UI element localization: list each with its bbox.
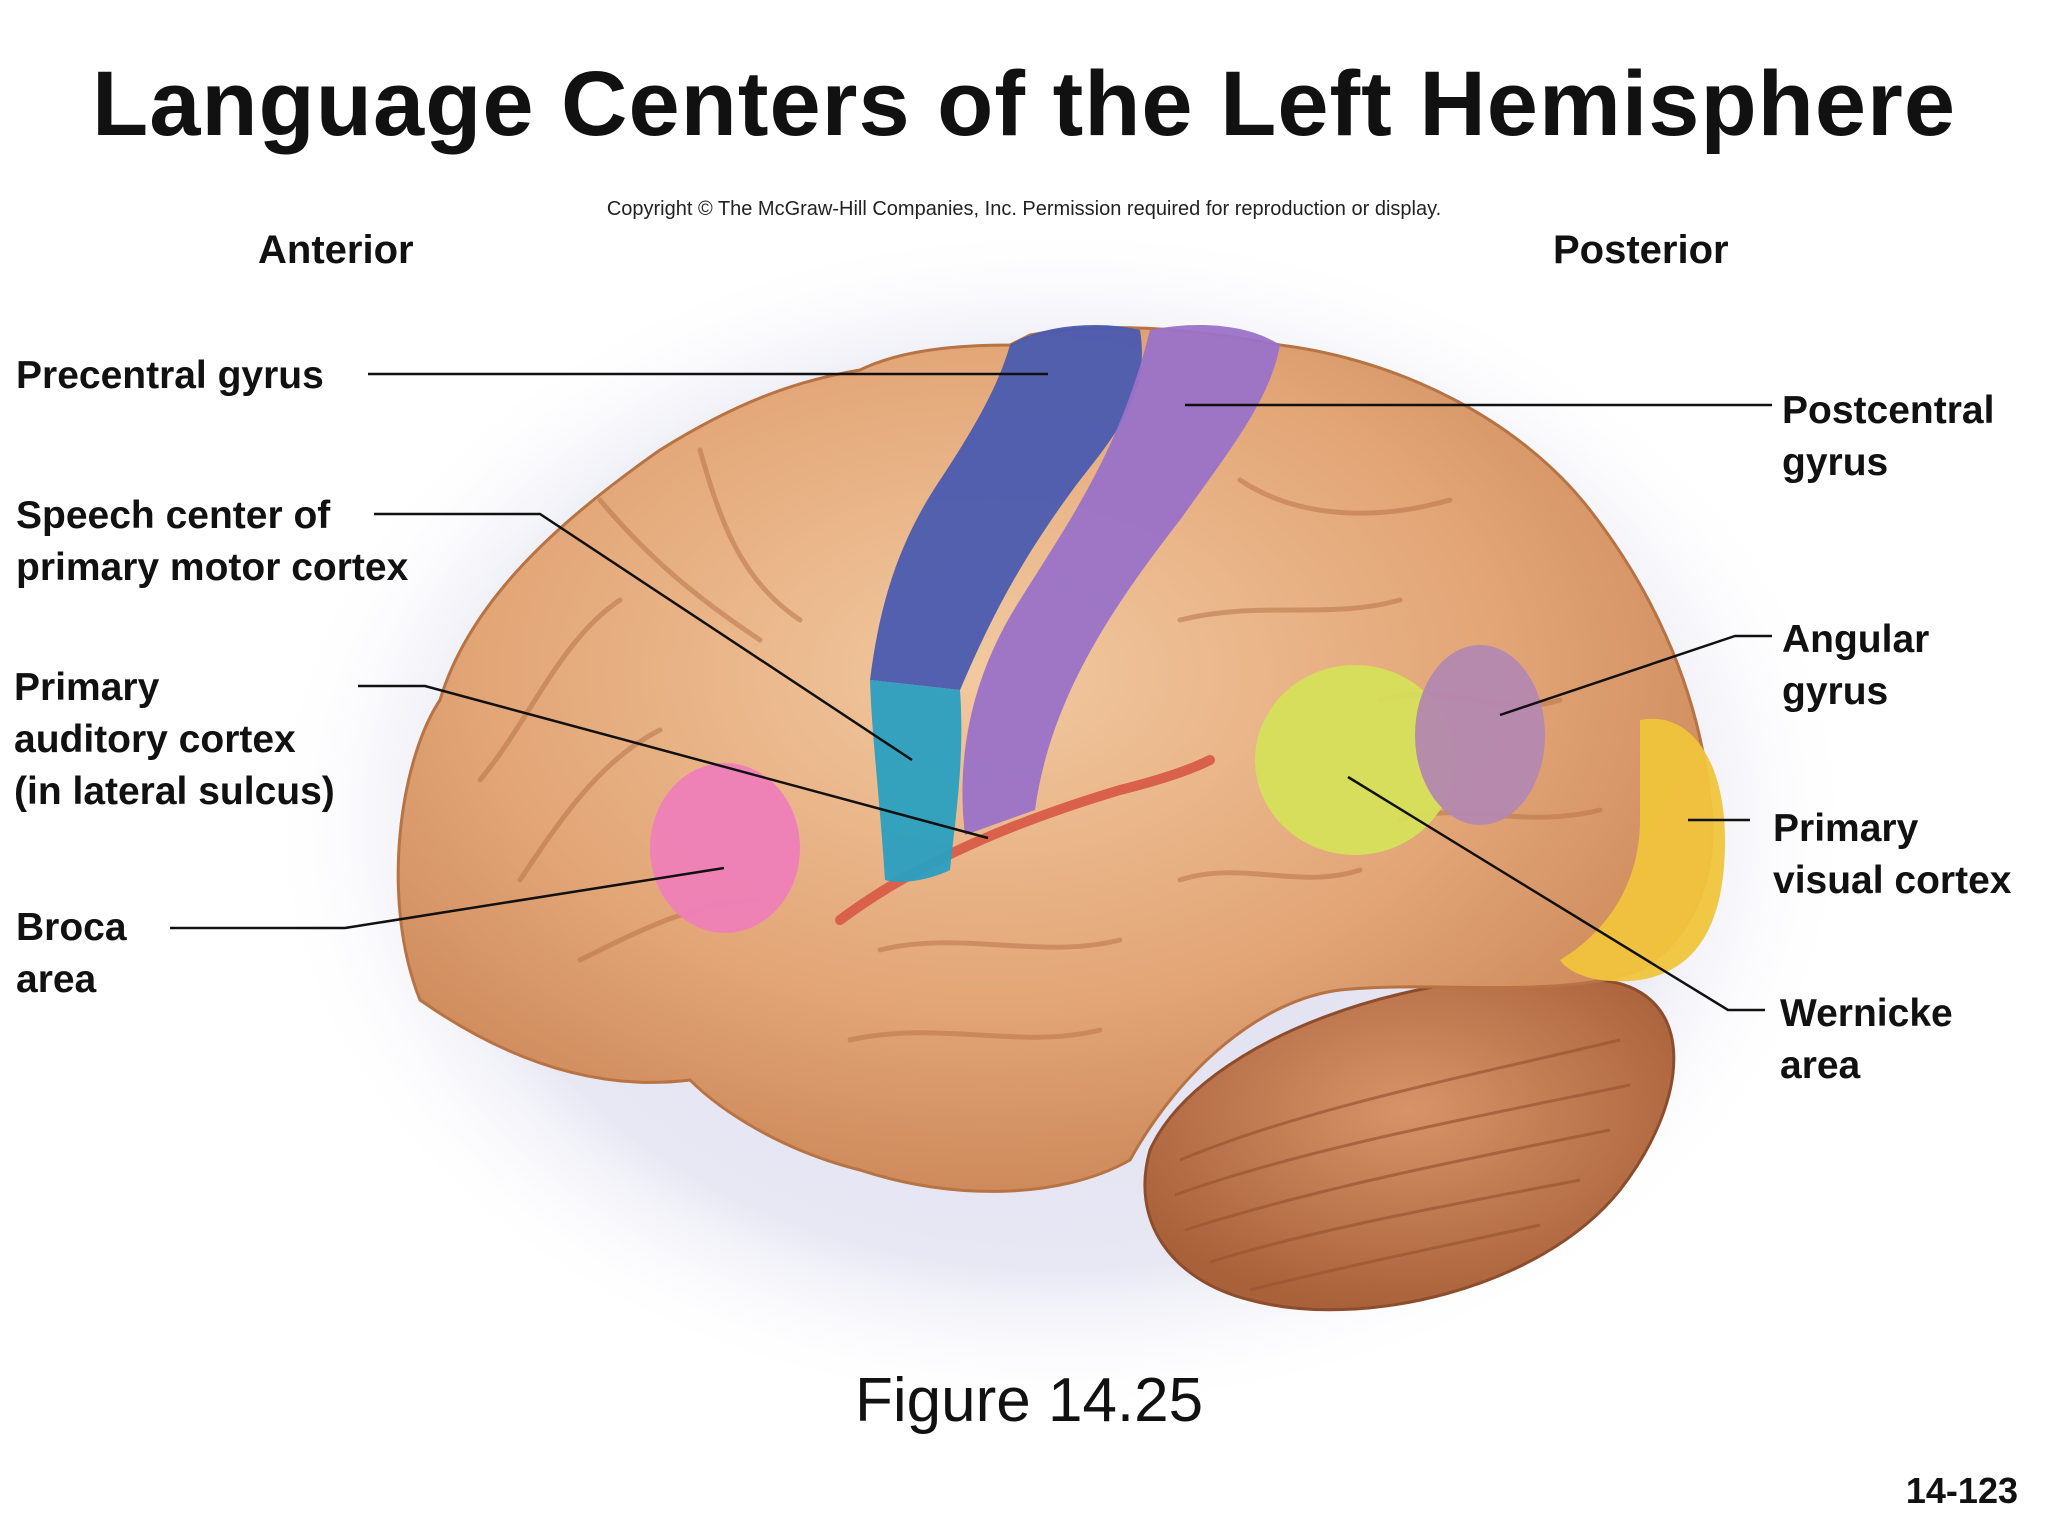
label-line: Wernicke: [1780, 992, 1953, 1035]
leader-auditory: [358, 684, 989, 840]
leader-wernicke: [1347, 775, 1765, 1012]
label-line: (in lateral sulcus): [14, 770, 335, 813]
cerebrum: [396, 326, 1714, 1193]
label-line: Postcentral: [1782, 389, 1995, 432]
label-line: Speech center of: [16, 494, 331, 537]
label-wernicke-area: Wernicke area: [1780, 988, 1953, 1092]
label-postcentral-gyrus: Postcentral gyrus: [1782, 385, 1994, 489]
label-line: primary motor cortex: [16, 546, 409, 589]
copyright-notice: Copyright © The McGraw-Hill Companies, I…: [606, 198, 1442, 220]
wernicke-area-region: [1255, 665, 1455, 855]
label-angular-gyrus: Angular gyrus: [1782, 614, 1929, 718]
label-primary-visual-cortex: Primary visual cortex: [1773, 803, 2011, 907]
label-line: Broca: [16, 906, 127, 949]
label-broca-area: Broca area: [16, 902, 127, 1006]
leader-lines: [170, 372, 1772, 1012]
label-line: area: [16, 958, 97, 1001]
label-primary-auditory-cortex: Primary auditory cortex (in lateral sulc…: [14, 662, 335, 818]
label-precentral-gyrus: Precentral gyrus: [16, 350, 324, 402]
page-number: 14-123: [1905, 1470, 2018, 1511]
leader-angular: [1499, 634, 1772, 717]
label-line: Primary: [14, 666, 160, 709]
label-line: gyrus: [1782, 670, 1889, 713]
speech-center-region: [870, 680, 962, 882]
page-title: Language Centers of the Left Hemisphere: [92, 53, 1956, 155]
label-speech-center: Speech center of primary motor cortex: [16, 490, 408, 594]
gyri-texture: [477, 447, 1603, 1043]
posterior-label: Posterior: [1553, 228, 1729, 272]
anterior-label: Anterior: [258, 228, 414, 272]
label-line: Angular: [1782, 618, 1930, 661]
postcentral-gyrus-region: [962, 325, 1280, 835]
visual-cortex-region: [1560, 718, 1725, 982]
label-line: Precentral gyrus: [16, 354, 324, 397]
label-line: area: [1780, 1044, 1861, 1087]
leader-speech: [374, 512, 913, 762]
broca-area-region: [650, 763, 800, 933]
precentral-gyrus-region: [870, 325, 1142, 690]
cerebellum: [1143, 975, 1676, 1312]
label-line: gyrus: [1782, 441, 1889, 484]
cerebellum-folia: [1174, 1038, 1631, 1292]
angular-gyrus-region: [1415, 645, 1545, 825]
figure-caption: Figure 14.25: [855, 1366, 1204, 1435]
label-line: auditory cortex: [14, 718, 296, 761]
leader-broca: [170, 866, 725, 930]
label-line: Primary: [1773, 807, 1919, 850]
label-line: visual cortex: [1773, 859, 2012, 902]
